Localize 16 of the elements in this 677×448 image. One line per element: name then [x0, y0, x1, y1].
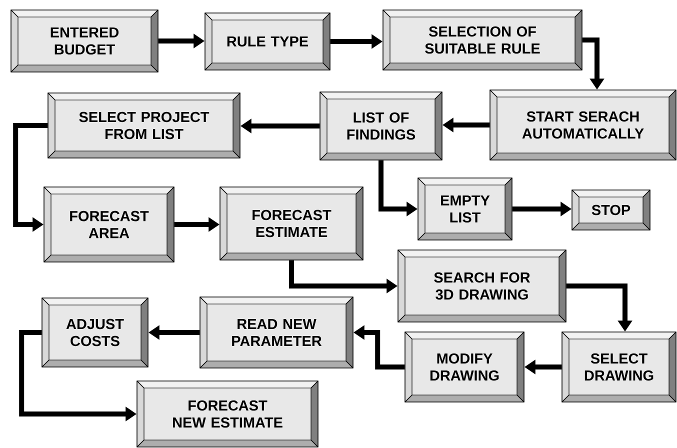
process-box: START SERACH AUTOMATICALLY [490, 90, 676, 160]
process-box: FORECAST AREA [44, 186, 174, 262]
process-box: STOP [572, 190, 650, 230]
process-box: ENTERED BUDGET [10, 10, 158, 72]
process-box: FORECAST NEW ESTIMATE [136, 380, 318, 448]
process-box: SELECTION OF SUITABLE RULE [382, 10, 582, 70]
process-box: MODIFY DRAWING [404, 332, 524, 402]
process-box: READ NEW PARAMETER [200, 296, 354, 368]
process-box: ADJUST COSTS [42, 298, 148, 368]
process-box: SEARCH FOR 3D DRAWING [398, 250, 566, 322]
process-box: EMPTY LIST [418, 178, 512, 240]
process-box: SELECT PROJECT FROM LIST [48, 92, 240, 158]
process-box: RULE TYPE [204, 12, 330, 70]
process-box: FORECAST ESTIMATE [220, 186, 364, 260]
process-box: LIST OF FINDINGS [320, 92, 442, 160]
process-box: SELECT DRAWING [562, 332, 676, 402]
